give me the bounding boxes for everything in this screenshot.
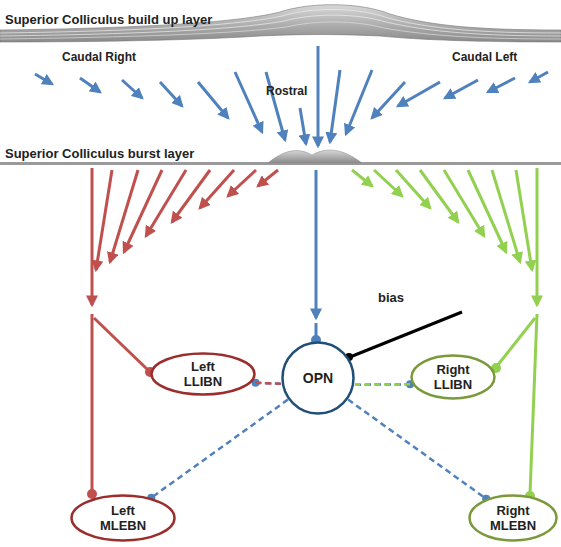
arrow	[228, 170, 256, 196]
arrow	[122, 80, 142, 98]
arrow	[352, 170, 372, 186]
arrow	[420, 170, 458, 222]
node-text: Left MLEBN	[93, 503, 153, 533]
burst-left-wires	[92, 314, 148, 492]
ellipse-shape	[152, 354, 255, 395]
mesh-surface	[0, 5, 561, 42]
neuron-ellipse: Left LLIBN	[150, 352, 256, 396]
dashed-connector	[147, 400, 288, 502]
mesh-bump	[268, 150, 362, 163]
wire	[497, 318, 535, 366]
text-label: Caudal Right	[62, 50, 136, 64]
arrow	[266, 72, 285, 140]
arrow	[124, 170, 162, 252]
node-text: Right MLEBN	[483, 503, 543, 533]
text-label: Superior Colliculus build up layer	[5, 12, 212, 27]
wire	[91, 314, 94, 492]
arrow	[317, 46, 320, 146]
connector-line	[256, 382, 281, 385]
neuron-ellipse: OPN	[281, 341, 355, 415]
arrow	[91, 168, 94, 305]
arrow	[330, 70, 340, 142]
node-text: Left LLIBN	[173, 359, 233, 389]
arrow	[35, 74, 52, 84]
mesh-line	[0, 9, 561, 33]
dashed-connector	[348, 400, 490, 503]
arrow	[398, 82, 440, 106]
connector-line	[151, 400, 288, 498]
connector-line	[355, 383, 410, 386]
arrow	[172, 170, 210, 222]
arrow	[445, 80, 478, 98]
arrow	[235, 72, 262, 132]
bias-line	[350, 312, 462, 357]
node-text: OPN	[288, 371, 348, 386]
arrow	[516, 170, 532, 270]
arrow	[536, 168, 539, 305]
arrow	[530, 72, 548, 82]
dashed-connector	[355, 380, 414, 388]
arrow	[315, 170, 318, 318]
arrow	[200, 170, 234, 208]
neuron-ellipse: Right MLEBN	[468, 494, 558, 542]
connector-line	[256, 382, 281, 385]
text-label: bias	[378, 290, 404, 305]
arrow	[300, 108, 306, 144]
arrow	[258, 170, 278, 186]
arrow	[198, 82, 228, 118]
arrow	[444, 170, 484, 236]
ellipse-shape	[283, 343, 354, 414]
burst-right-arrows	[352, 168, 537, 305]
arrow	[96, 170, 112, 270]
connector-line	[348, 400, 486, 499]
arrow	[110, 170, 138, 262]
text-label: Rostral	[266, 84, 307, 98]
text-label: Superior Colliculus burst layer	[5, 146, 194, 161]
dashed-connector	[256, 382, 281, 384]
arrow	[372, 82, 405, 118]
synapse-dot	[87, 489, 97, 499]
arrow	[488, 78, 515, 92]
arrow	[346, 70, 372, 134]
wire	[94, 318, 148, 370]
arrow	[146, 170, 186, 236]
connector-line	[355, 383, 410, 386]
build-up-mesh	[0, 5, 561, 42]
arrow	[80, 78, 100, 92]
dashed-connector	[355, 384, 410, 385]
arrow	[492, 170, 520, 262]
wire	[530, 314, 537, 494]
neuron-ellipse: Left MLEBN	[70, 494, 176, 542]
ellipse-shape	[470, 496, 557, 541]
burst-left-arrows	[92, 168, 278, 305]
ellipse-shape	[412, 356, 495, 399]
arrow	[468, 170, 506, 252]
arrow	[160, 82, 182, 106]
node-text: Right LLIBN	[423, 362, 483, 392]
ellipse-shape	[72, 496, 175, 541]
buildup-arrows	[35, 46, 548, 146]
dashed-connector	[252, 379, 281, 387]
neuron-ellipse: Right LLIBN	[410, 354, 496, 400]
text-label: Caudal Left	[452, 50, 517, 64]
burst-right-wires	[497, 314, 537, 494]
